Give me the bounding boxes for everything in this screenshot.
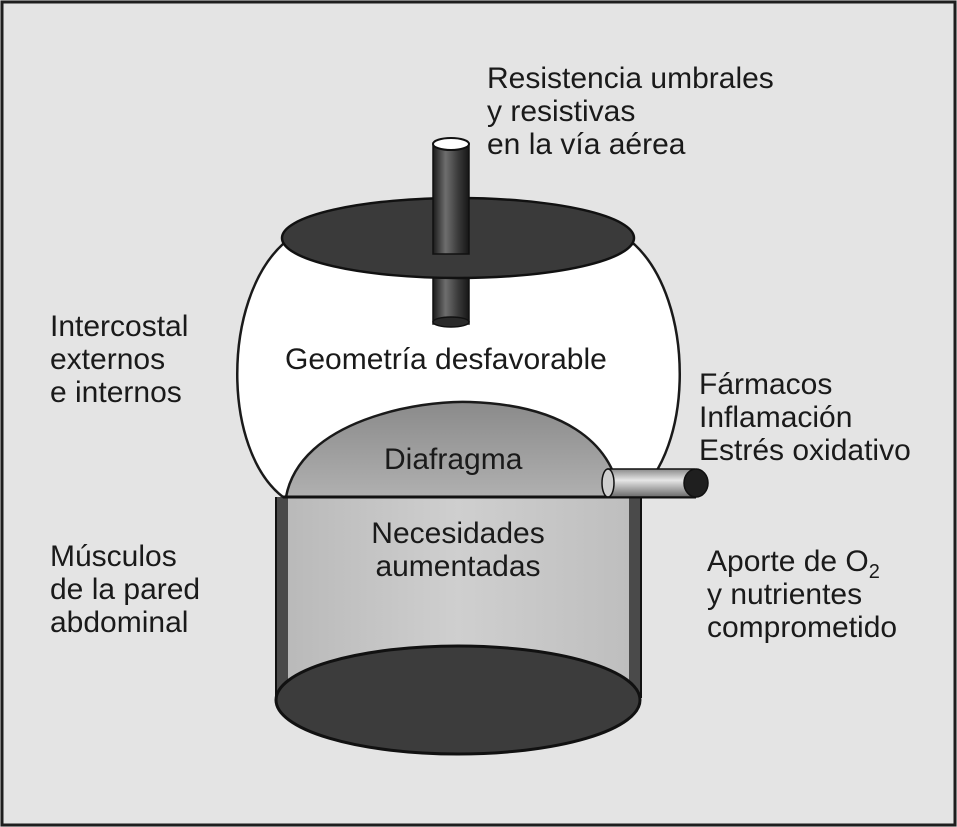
airway-resistance-label: Resistencia umbrales y resistivas en la … [487, 62, 774, 161]
cylinder-base-disc [274, 644, 642, 756]
oxygen-subscript: 2 [868, 561, 880, 583]
intercostal-line-1: Intercostal [50, 310, 189, 343]
oxygen-prefix: Aporte de O [707, 545, 869, 578]
needs-label: Necesidades aumentadas [358, 517, 558, 583]
oxygen-line-3: comprometido [707, 611, 898, 644]
needs-line-2: aumentadas [375, 550, 541, 583]
diaphragm-dome [284, 400, 622, 499]
diaphragm-label: Diafragma [384, 443, 523, 476]
supply-pipe-end [683, 468, 709, 498]
needs-line-1: Necesidades [371, 517, 545, 550]
intercostal-label: Intercostal externos e internos [50, 310, 188, 409]
airway-resistance-line-2: y resistivas [487, 95, 636, 128]
airway-rod-upper [432, 143, 470, 255]
cylinder-right-wall [629, 497, 641, 698]
intercostal-line-3: e internos [50, 376, 182, 409]
intercostal-line-2: externos [50, 343, 166, 376]
oxygen-supply-label: Aporte de O2 y nutrientes comprometido [707, 545, 897, 644]
oxygen-line-1: Aporte de O2 [707, 545, 897, 582]
supply-pipe [607, 468, 695, 498]
abdominal-line-3: abdominal [50, 606, 189, 639]
geometry-label: Geometría desfavorable [285, 343, 607, 376]
drugs-label: Fármacos Inflamación Estrés oxidativo [699, 368, 911, 467]
airway-resistance-line-1: Resistencia umbrales [487, 62, 774, 95]
airway-resistance-line-3: en la vía aérea [487, 128, 686, 161]
cylinder-left-wall [276, 497, 288, 698]
drugs-line-1: Fármacos [699, 368, 833, 401]
abdominal-muscles-label: Músculos de la pared abdominal [50, 540, 200, 639]
drugs-line-2: Inflamación [699, 401, 853, 434]
airway-rod-top [432, 137, 470, 151]
drugs-line-3: Estrés oxidativo [699, 434, 911, 467]
abdominal-cylinder [276, 497, 641, 698]
oxygen-line-2: y nutrientes [707, 578, 863, 611]
abdominal-line-2: de la pared [50, 573, 201, 606]
abdominal-line-1: Músculos [50, 540, 177, 573]
